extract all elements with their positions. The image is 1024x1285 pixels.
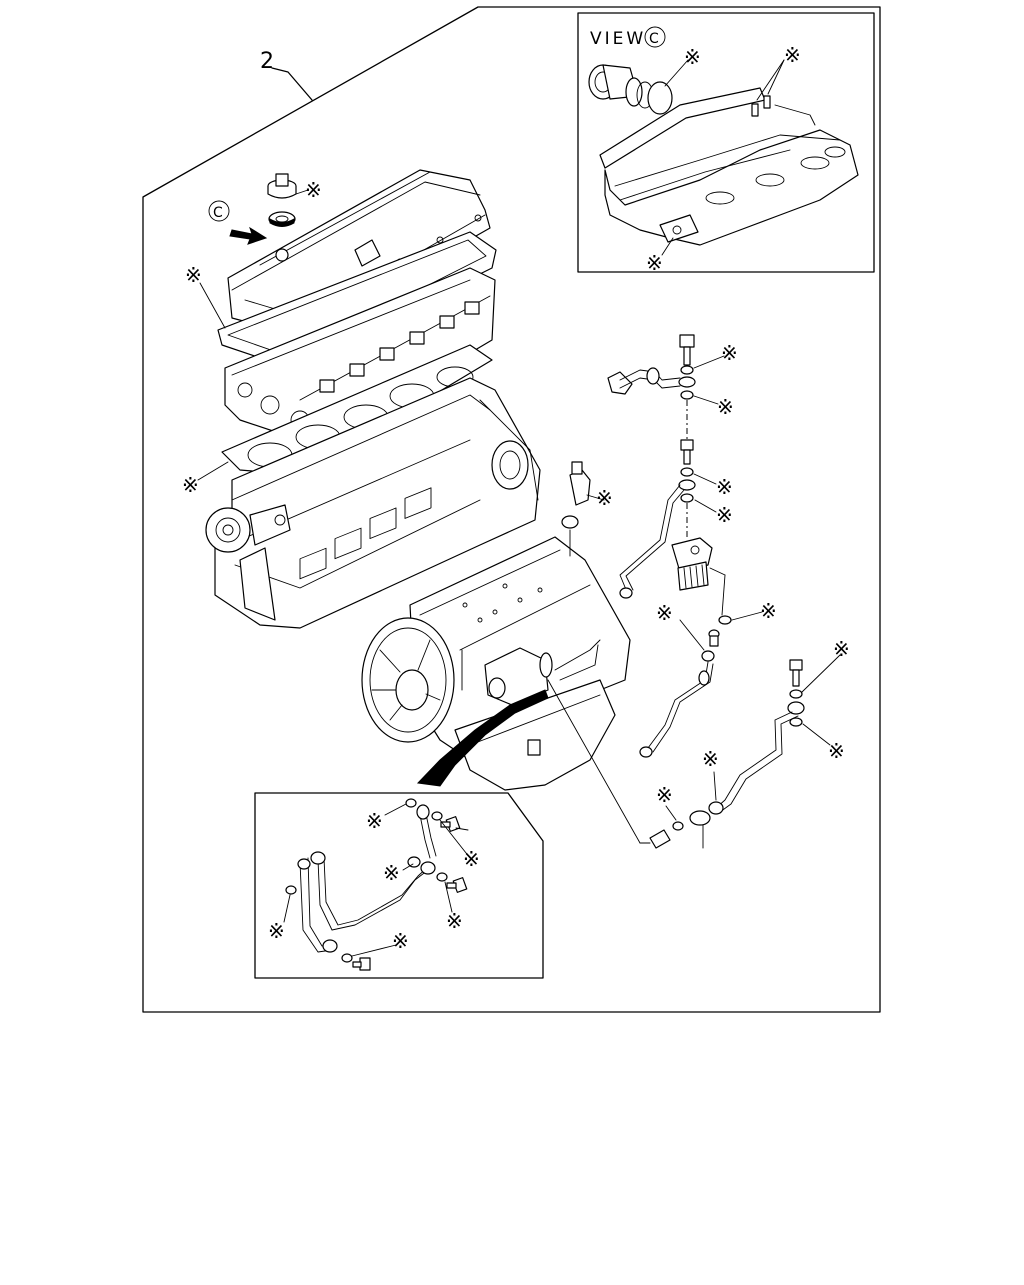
callout-asterisk: ※	[383, 861, 400, 885]
callout-asterisk: ※	[463, 847, 480, 871]
callout-asterisk: ※	[446, 909, 463, 933]
callout-asterisk: ※	[833, 637, 850, 661]
injector	[569, 461, 591, 506]
callout-asterisk: ※	[717, 395, 734, 419]
view-label: VIEW	[590, 29, 646, 49]
callout-asterisk: ※	[828, 739, 845, 763]
kit-boundary	[142, 6, 881, 1013]
callout-asterisk: ※	[182, 473, 199, 497]
manifold-gasket	[659, 214, 699, 243]
callout-asterisk: ※	[716, 503, 733, 527]
callout-asterisk: ※	[716, 475, 733, 499]
sealing-washer	[680, 467, 694, 477]
rocker-cover-gasket	[217, 231, 497, 369]
sealing-washer	[680, 365, 694, 375]
sealing-washer	[689, 810, 711, 826]
oil-filler-cap	[267, 173, 297, 227]
sealing-washer	[678, 376, 696, 388]
leader-line	[547, 679, 641, 844]
sealing-washer	[678, 479, 696, 491]
callout-asterisk: ※	[305, 178, 322, 202]
item-leader	[271, 67, 313, 101]
feed-pipe	[715, 711, 793, 809]
callout-asterisk: ※	[684, 45, 701, 69]
oil-filter	[671, 537, 713, 591]
detail-inset: ※ ※ ※ ※ ※ ※	[254, 792, 544, 979]
sealing-washer	[789, 717, 803, 727]
callout-asterisk: ※	[702, 747, 719, 771]
intake-manifold	[604, 129, 859, 246]
callout-asterisk: ※	[268, 919, 285, 943]
arrow-letter: C	[213, 205, 223, 221]
sealing-washer	[718, 615, 732, 625]
union-fitting	[649, 821, 684, 849]
sealing-washer	[701, 650, 715, 662]
item-number: 2	[260, 49, 274, 74]
callout-asterisk: ※	[366, 809, 383, 833]
stud	[763, 95, 771, 109]
callout-asterisk: ※	[784, 43, 801, 67]
view-c-inset: VIEW C ※ ※ ※	[577, 12, 875, 275]
engine-assembly-lower	[361, 536, 631, 791]
banjo-bolt	[679, 334, 695, 366]
sealing-washer	[680, 390, 694, 400]
view-direction-arrow	[229, 226, 268, 245]
thermostat-housing	[588, 64, 673, 115]
injector-washer	[561, 515, 579, 529]
detail-banner	[416, 689, 549, 787]
sealing-washer	[789, 689, 803, 699]
view-letter: C	[649, 31, 659, 47]
callout-asterisk: ※	[656, 783, 673, 807]
callout-asterisk: ※	[646, 251, 663, 275]
arrow-letter-circle	[208, 200, 230, 222]
callout-asterisk: ※	[596, 486, 613, 510]
callout-asterisk: ※	[185, 263, 202, 287]
view-letter-circle	[644, 26, 666, 48]
callout-asterisk: ※	[721, 341, 738, 365]
banjo-bolt	[789, 659, 803, 687]
gasket-strip	[599, 87, 766, 169]
sealing-washer	[787, 701, 805, 715]
union-fitting	[708, 629, 720, 647]
oil-line-bracket	[607, 367, 681, 395]
sealing-washer	[680, 493, 694, 503]
cylinder-block	[205, 377, 541, 629]
callout-asterisk: ※	[656, 601, 673, 625]
callout-asterisk: ※	[392, 929, 409, 953]
banjo-bolt	[680, 439, 694, 465]
oil-pipe	[619, 484, 681, 593]
callout-asterisk: ※	[760, 599, 777, 623]
stud	[751, 103, 759, 117]
